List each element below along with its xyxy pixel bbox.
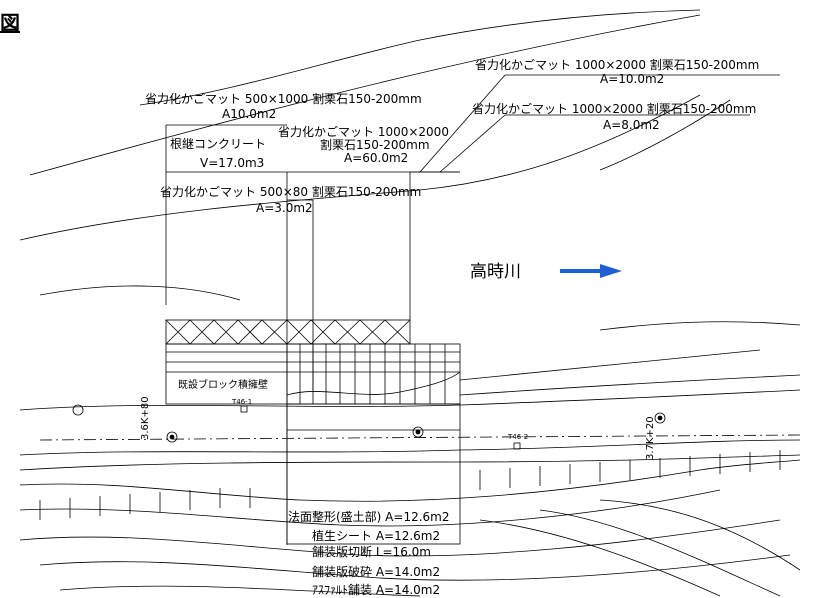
mat-small-area: A=3.0m2 — [256, 201, 313, 215]
station-label-right: 3.7K+20 — [645, 416, 656, 460]
contour-upper-3 — [19, 94, 701, 241]
mat-center-stone: 割栗石150-200mm — [320, 138, 430, 152]
mat-center-area: A=60.0m2 — [344, 151, 409, 165]
work-item-3: 舗装版切断 L=16.0m — [312, 545, 431, 559]
drawing-title: 図 — [0, 11, 20, 35]
existing-wall-label: 既設ブロック積擁壁 — [178, 380, 268, 391]
mat-label-small: 省力化かごマット 500×80 割栗石150-200mm — [160, 185, 422, 199]
mat-label-left-top: 省力化かごマット 500×1000 割栗石150-200mm — [145, 92, 422, 106]
benchmark-t46-1: T46-1 — [232, 398, 253, 406]
contour-upper-5 — [599, 99, 731, 171]
work-item-4: 舗装版破砕 A=14.0m2 — [312, 565, 441, 579]
root-concrete-volume: V=17.0m3 — [200, 156, 265, 170]
contour-upper-4 — [39, 285, 241, 301]
work-item-2: 植生シート A=12.6m2 — [312, 529, 441, 543]
benchmark-t46-2: T46-2 — [508, 433, 529, 441]
river-flow-arrow — [560, 264, 622, 278]
station-label-left: 3.6K+80 — [140, 396, 151, 440]
mat-area-top-right-2: A=8.0m2 — [603, 118, 660, 132]
contour-upper-1 — [139, 9, 701, 106]
root-concrete-label: 根継コンクリート — [170, 137, 267, 151]
mat-label-center: 省力化かごマット 1000×2000 — [278, 125, 449, 139]
mat-label-top-right-1: 省力化かごマット 1000×2000 割栗石150-200mm — [475, 58, 760, 72]
mat-area-left-top: A10.0m2 — [222, 107, 277, 121]
contour-upper-2 — [29, 14, 701, 176]
mat-area-top-right-1: A=10.0m2 — [600, 72, 665, 86]
river-name: 高時川 — [470, 262, 521, 282]
mat-label-top-right-2: 省力化かごマット 1000×2000 割栗石150-200mm — [472, 102, 757, 116]
work-item-1: 法面整形(盛土部) A=12.6m2 — [288, 510, 450, 524]
work-item-5: ｱｽﾌｧﾙﾄ舗装 A=14.0m2 — [312, 583, 441, 597]
